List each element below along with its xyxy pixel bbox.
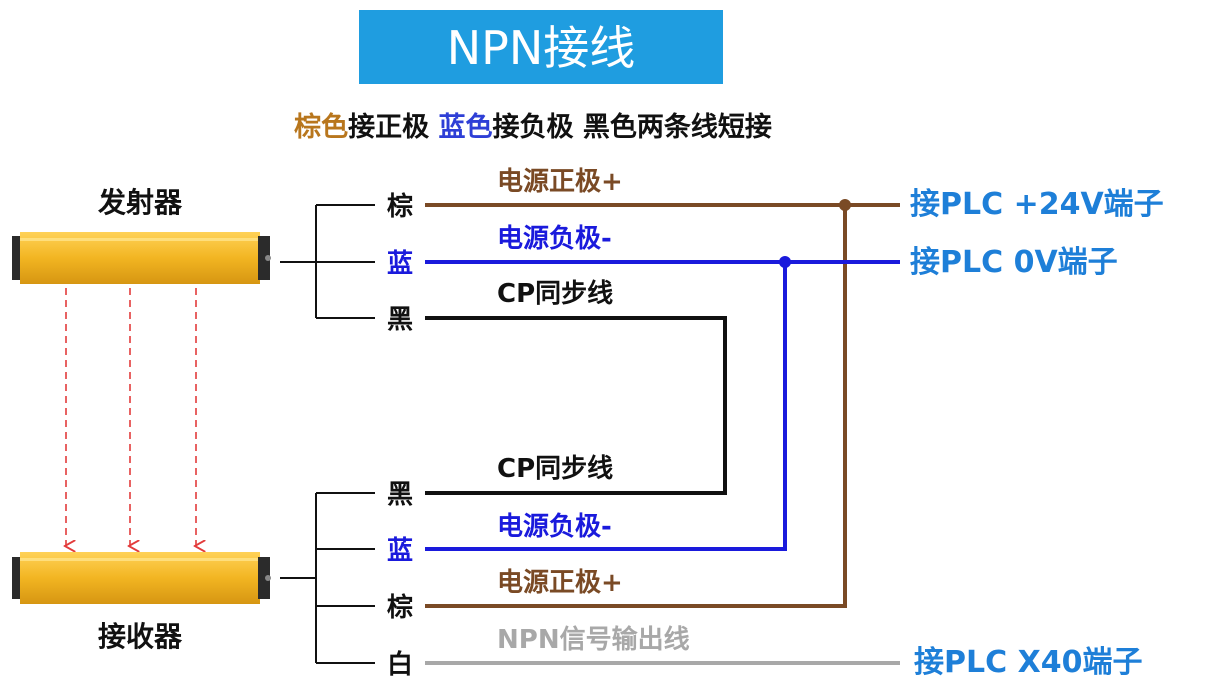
- blue-junction-dot: [779, 256, 791, 268]
- black-sync-wire: [425, 316, 727, 495]
- receiver-brown-label: 电源正极+: [497, 568, 623, 598]
- blue-wire-receiver: [425, 262, 787, 551]
- emitter-label: 发射器: [97, 186, 183, 219]
- emitter-black-tag: 黑: [387, 305, 413, 335]
- receiver-white-label: NPN信号输出线: [497, 624, 690, 655]
- receiver-label: 接收器: [98, 620, 183, 653]
- receiver-sensor: [12, 552, 271, 604]
- receiver-blue-label: 电源负极-: [497, 512, 612, 542]
- receiver-black-tag: 黑: [387, 480, 413, 510]
- beam-arrows: [66, 288, 196, 546]
- emitter-brown-label: 电源正极+: [497, 167, 623, 197]
- receiver-white-tag: 白: [387, 649, 413, 677]
- emitter-blue-tag: 蓝: [387, 249, 413, 279]
- receiver-blue-tag: 蓝: [387, 536, 413, 566]
- subtitle-part1: 接正极: [348, 112, 438, 143]
- receiver-cable: [280, 492, 375, 664]
- emitter-cable: [280, 204, 375, 319]
- terminal-x40-label: 接PLC X40端子: [914, 645, 1142, 677]
- page-title: NPN接线: [447, 21, 636, 75]
- emitter-sensor: [12, 232, 271, 284]
- receiver-brown-tag: 棕: [387, 592, 413, 623]
- subtitle-brown-word: 棕色: [294, 111, 348, 143]
- brown-junction-dot: [839, 199, 851, 211]
- emitter-black-label: CP同步线: [497, 278, 613, 309]
- receiver-black-label: CP同步线: [497, 453, 613, 484]
- subtitle: 棕色接正极 蓝色接负极 黑色两条线短接: [294, 111, 772, 143]
- emitter-brown-tag: 棕: [387, 191, 413, 222]
- terminal-0v-label: 接PLC 0V端子: [910, 245, 1118, 280]
- subtitle-blue-word: 蓝色: [439, 111, 493, 143]
- title-banner: [359, 10, 723, 84]
- emitter-blue-label: 电源负极-: [497, 224, 612, 254]
- brown-wire-receiver: [425, 205, 847, 608]
- terminal-plus24-label: 接PLC +24V端子: [910, 187, 1164, 222]
- subtitle-part2: 接负极 黑色两条线短接: [493, 111, 772, 143]
